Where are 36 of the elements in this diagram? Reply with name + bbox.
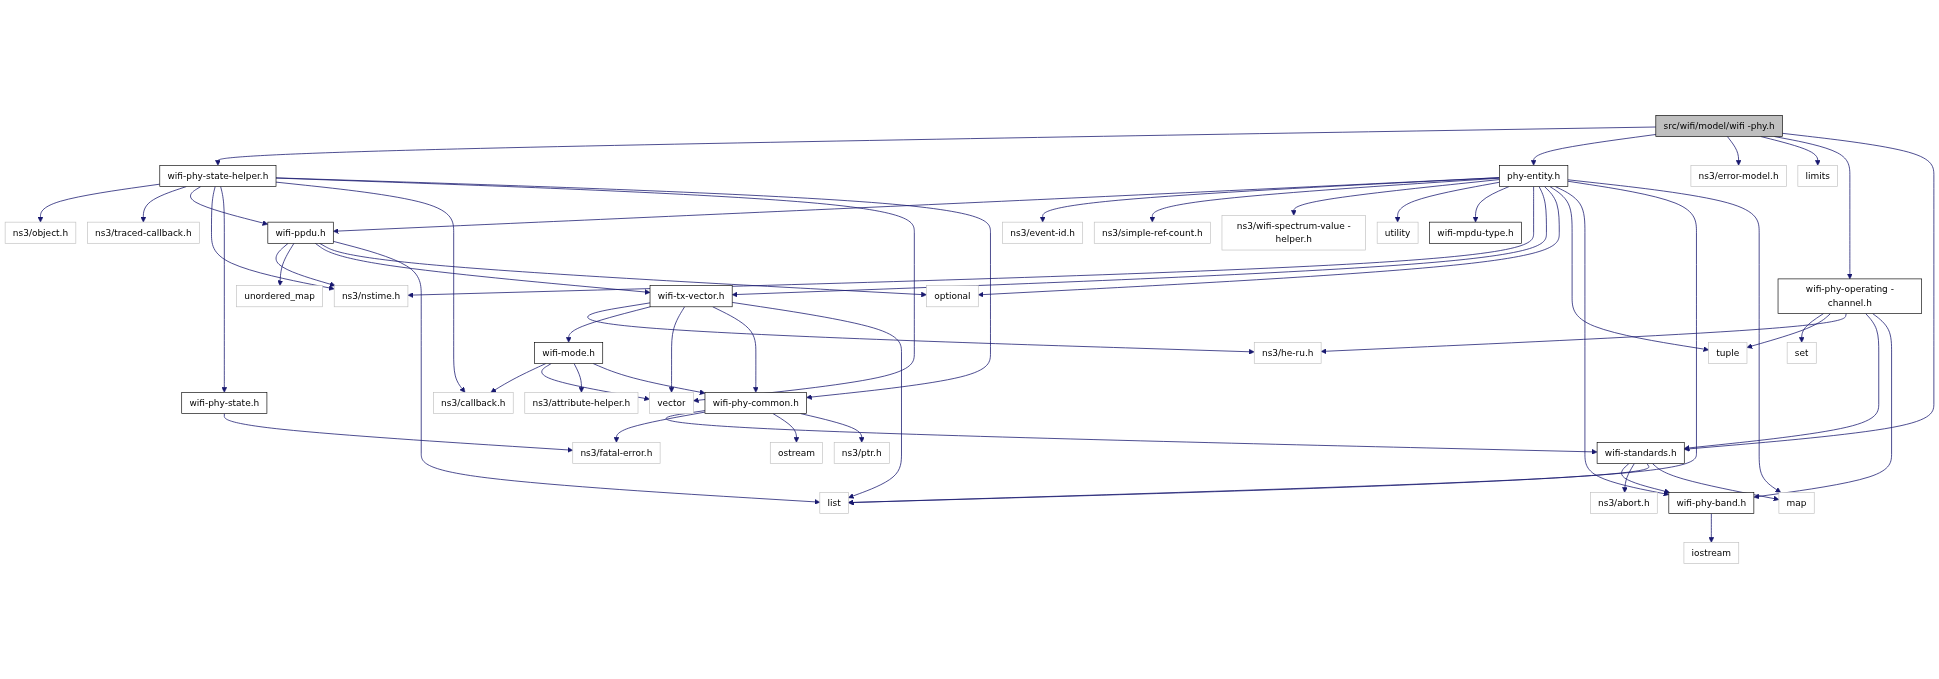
node-box: ns3/simple-ref-count.h: [1093, 221, 1211, 244]
node-box: phy-entity.h: [1499, 165, 1569, 187]
node-box: ns3/wifi-spectrum-value -helper.h: [1221, 215, 1366, 251]
node-box: limits: [1797, 165, 1838, 187]
node-box: src/wifi/model/wifi -phy.h: [1655, 115, 1783, 137]
node-box: ns3/abort.h: [1590, 492, 1658, 514]
node-box: wifi-phy-common.h: [704, 392, 807, 414]
node-box: list: [819, 492, 849, 514]
node-box: wifi-mode.h: [534, 342, 604, 364]
node-box: ns3/ptr.h: [833, 442, 890, 464]
node-box: wifi-ppdu.h: [267, 221, 334, 244]
node-box: wifi-tx-vector.h: [649, 285, 733, 308]
node-box: wifi-standards.h: [1596, 442, 1685, 464]
node-box: utility: [1376, 221, 1419, 244]
node-box: vector: [649, 392, 694, 414]
node-box: wifi-phy-state-helper.h: [159, 165, 277, 187]
node-box: wifi-phy-state.h: [181, 392, 268, 414]
node-box: iostream: [1683, 542, 1740, 564]
node-box: wifi-phy-band.h: [1668, 492, 1755, 514]
node-box: ns3/he-ru.h: [1253, 342, 1322, 364]
node-box: ns3/fatal-error.h: [572, 442, 661, 464]
node-box: set: [1786, 342, 1817, 364]
node-box: ns3/error-model.h: [1690, 165, 1787, 187]
node-box: ostream: [769, 442, 823, 464]
node-box: wifi-phy-operating -channel.h: [1777, 278, 1922, 314]
node-box: ns3/callback.h: [433, 392, 514, 414]
node-box: ns3/nstime.h: [333, 285, 409, 308]
node-box: optional: [926, 285, 979, 308]
node-box: wifi-mpdu-type.h: [1429, 221, 1522, 244]
node-box: ns3/attribute-helper.h: [524, 392, 639, 414]
node-box: ns3/event-id.h: [1002, 221, 1084, 244]
node-box: tuple: [1708, 342, 1748, 364]
node-box: ns3/traced-callback.h: [87, 221, 200, 244]
node-box: ns3/object.h: [4, 221, 77, 244]
node-box: map: [1778, 492, 1815, 514]
node-box: unordered_map: [236, 285, 323, 308]
